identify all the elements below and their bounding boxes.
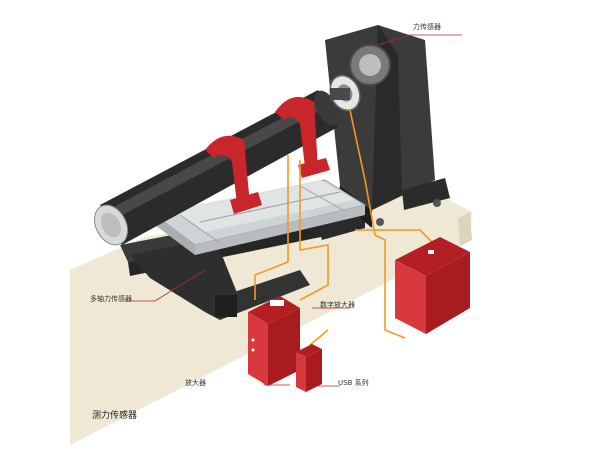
- multi-axis-platform: [153, 179, 367, 255]
- force-sensor: [329, 44, 391, 112]
- label-usb-series: USB 系列: [338, 379, 369, 387]
- label-force-sensor: 力传感器: [413, 23, 441, 31]
- label-amplifier: 放大器: [185, 379, 206, 387]
- label-multi-axis-sensor: 多轴力传感器: [90, 295, 132, 303]
- diagram-caption: 测力传感器: [92, 411, 138, 421]
- amplifier-device: [248, 296, 300, 386]
- label-digital-amplifier: 数字放大器: [320, 301, 355, 309]
- leader-lines: [125, 34, 462, 387]
- table-edge: [458, 212, 472, 246]
- test-cylinder: [93, 90, 340, 246]
- usb-module-device: [296, 344, 322, 392]
- digital-amplifier-device: [395, 237, 470, 334]
- cylinder-clamps: [205, 96, 330, 214]
